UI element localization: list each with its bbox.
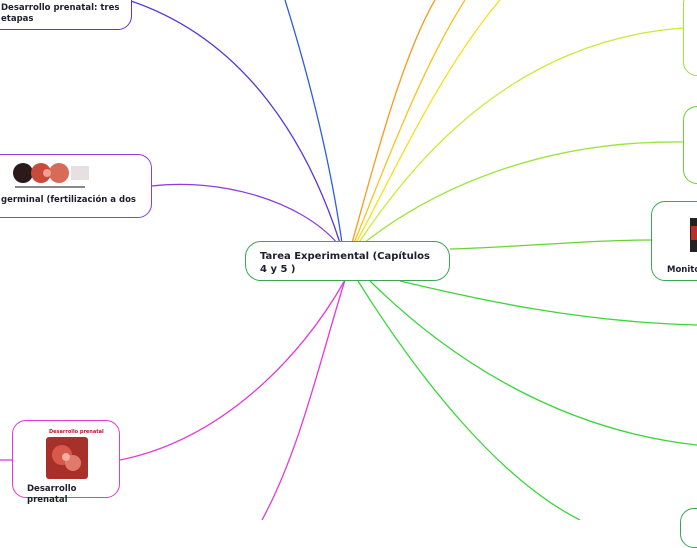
monitor-image	[690, 218, 697, 252]
central-topic-title: Tarea Experimental (Capítulos 4 y 5 )	[260, 251, 430, 275]
connector-right3	[399, 280, 697, 326]
node-monitor[interactable]: Monitor	[651, 201, 697, 281]
node-right-2[interactable]	[683, 106, 697, 184]
node-prenatal-label: Desarrollo prenatal	[27, 484, 77, 505]
node-right-1[interactable]	[683, 0, 697, 76]
connector-orange	[351, 0, 436, 244]
connector-right2	[359, 141, 684, 247]
node-tres-etapas-label: Desarrollo prenatal: tres etapas	[1, 3, 120, 24]
connector-yellow-2	[355, 0, 501, 244]
connector-yellow-1	[353, 0, 466, 244]
connector-right4	[357, 280, 581, 520]
connector-monitor	[449, 239, 652, 250]
connector-lines	[0, 0, 697, 520]
connector-magenta-bottom	[261, 279, 346, 520]
connector-germinal	[151, 183, 339, 245]
connector-right1	[357, 27, 684, 245]
germinal-stages-image	[13, 163, 89, 188]
central-topic[interactable]: Tarea Experimental (Capítulos 4 y 5 )	[245, 241, 450, 281]
connector-right5	[369, 280, 697, 446]
node-tres-etapas[interactable]: Desarrollo prenatal: tres etapas	[0, 0, 132, 30]
prenatal-image	[46, 437, 88, 479]
node-germinal-label: germinal (fertilización a dos	[1, 195, 136, 205]
node-prenatal[interactable]: Desarrollo prenatal Desarrollo prenatal	[12, 420, 120, 505]
connector-prenatal	[119, 279, 346, 461]
node-germinal[interactable]: germinal (fertilización a dos	[0, 154, 152, 218]
prenatal-image-caption: Desarrollo prenatal	[49, 429, 104, 435]
node-right-4[interactable]	[680, 508, 697, 548]
node-monitor-label: Monitor	[667, 265, 697, 275]
connector-blue	[284, 0, 343, 244]
connector-tres-etapas	[127, 0, 341, 244]
